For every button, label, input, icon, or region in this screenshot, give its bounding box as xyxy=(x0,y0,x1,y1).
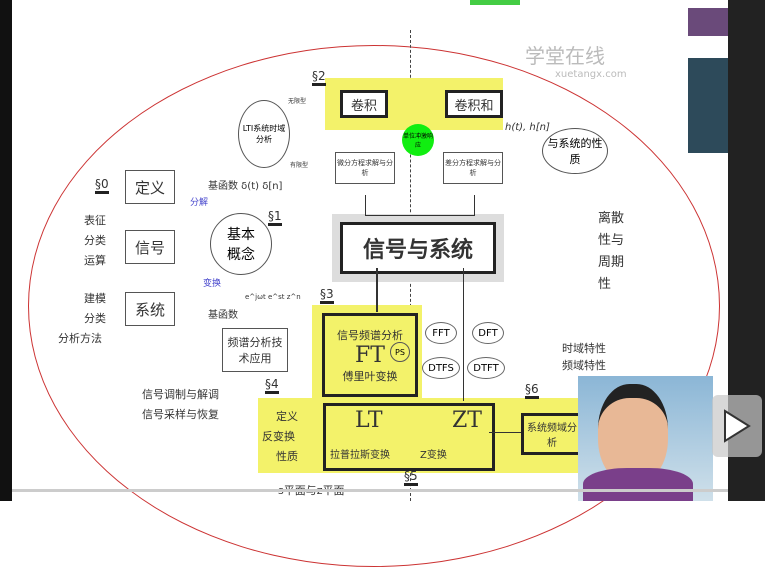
lt-item: 性质 xyxy=(276,450,298,463)
lti-label: LTI系统时域分析 xyxy=(242,124,286,144)
signal-label: 信号 xyxy=(134,238,165,257)
section-0: §0 xyxy=(95,178,109,194)
system-item: 分析方法 xyxy=(58,332,102,345)
ft-label: FT xyxy=(355,342,385,368)
impulse-response: 单位冲激响应 xyxy=(402,124,434,156)
dtfs-pill: DTFS xyxy=(422,357,460,379)
lt-item: 定义 xyxy=(276,410,298,423)
fft-label: FFT xyxy=(432,327,450,339)
signal-item: 运算 xyxy=(84,254,106,267)
def-box: 定义 xyxy=(125,170,175,204)
conv-box: 卷积 xyxy=(340,90,388,118)
diff-eq2-label: 差分方程求解与分析 xyxy=(445,159,501,177)
next-button[interactable] xyxy=(712,395,762,457)
dtfs-label: DTFS xyxy=(428,362,454,374)
section-6: §6 xyxy=(525,383,539,399)
sys-prop-circle: 与系统的性质 xyxy=(542,128,608,174)
presenter-face xyxy=(598,384,668,484)
basic-concept-circle: 基本 概念 xyxy=(210,213,272,275)
system-item: 分类 xyxy=(84,312,106,325)
impulse-label: 单位冲激响应 xyxy=(402,133,433,149)
dtft-label: DTFT xyxy=(473,362,499,374)
presenter-video xyxy=(578,376,713,501)
cont-label: 无限型 xyxy=(288,98,307,105)
basic-label: 基本 概念 xyxy=(227,227,255,263)
main-title: 信号与系统 xyxy=(362,238,473,263)
system-box: 系统 xyxy=(125,292,175,326)
zt-name: Z变换 xyxy=(420,450,447,461)
mod-label: 信号调制与解调 xyxy=(142,388,219,401)
system-label: 系统 xyxy=(134,300,165,319)
watermark-name: 学堂在线 xyxy=(525,44,605,68)
thumbnail[interactable] xyxy=(688,58,728,153)
ps-circle: PS xyxy=(390,342,410,362)
disc-period-label: 离散性与周期性 xyxy=(598,211,625,292)
time-char: 时域特性 xyxy=(562,342,606,355)
diff-eq2-box: 差分方程求解与分析 xyxy=(443,152,503,184)
top-tab[interactable] xyxy=(470,0,520,5)
signal-box: 信号 xyxy=(125,230,175,264)
conv-sum-box: 卷积和 xyxy=(445,90,503,118)
sys-freq-label: 系统频域分析 xyxy=(527,423,577,449)
thumbnail[interactable] xyxy=(688,8,728,36)
conv-label: 卷积 xyxy=(350,98,377,114)
dtft-pill: DTFT xyxy=(467,357,505,379)
presenter-shirt xyxy=(583,468,693,501)
h-label: h(t), h[n] xyxy=(505,122,550,133)
transform-label: 变换 xyxy=(203,279,222,289)
left-black-bar xyxy=(0,0,12,501)
dft-pill: DFT xyxy=(472,322,504,344)
section-5: §5 xyxy=(404,470,418,486)
basis1-label: 基函数 δ(t) δ[n] xyxy=(208,181,283,192)
samp-label: 信号采样与恢复 xyxy=(142,408,219,421)
highlight-lt xyxy=(258,398,598,473)
spec-app-label: 频谱分析技术应用 xyxy=(227,336,283,365)
section-2: §2 xyxy=(312,70,326,86)
section-4: §4 xyxy=(265,378,279,394)
main-title-box: 信号与系统 xyxy=(332,214,504,282)
system-item: 建模 xyxy=(84,292,106,305)
sys-freq-box: 系统频域分析 xyxy=(521,413,583,455)
zt-label: ZT xyxy=(452,408,482,433)
def-label: 定义 xyxy=(134,178,165,197)
section-1: §1 xyxy=(268,210,282,226)
basis2-fn: e^jωt e^st z^n xyxy=(245,293,301,301)
signal-item: 分类 xyxy=(84,234,106,247)
connector xyxy=(365,195,475,216)
diff-eq-label: 微分方程求解与分析 xyxy=(337,159,393,177)
signal-item: 表征 xyxy=(84,214,106,227)
diff-eq-box: 微分方程求解与分析 xyxy=(335,152,395,184)
progress-bar[interactable] xyxy=(12,489,728,492)
play-next-icon xyxy=(724,409,751,443)
disc-label: 有限型 xyxy=(290,162,309,169)
lt-name: 拉普拉斯变换 xyxy=(330,450,390,461)
section-3: §3 xyxy=(320,288,334,304)
watermark-url: xuetangx.com xyxy=(555,69,627,80)
lti-circle: LTI系统时域分析 xyxy=(238,100,290,168)
basis2-label: 基函数 xyxy=(208,310,238,321)
freq-char: 频域特性 xyxy=(562,359,606,372)
connector xyxy=(489,432,521,433)
conv-sum-label: 卷积和 xyxy=(454,98,494,114)
decompose-label: 分解 xyxy=(190,198,209,208)
connector xyxy=(463,268,464,401)
ft-top: 信号频谱分析 xyxy=(337,328,403,342)
dft-label: DFT xyxy=(478,327,498,339)
ft-box: 信号频谱分析 FT 傅里叶变换 xyxy=(322,313,418,397)
ft-bottom: 傅里叶变换 xyxy=(342,369,398,383)
connector xyxy=(376,268,378,312)
lt-item: 反变换 xyxy=(262,430,295,443)
sys-prop-label: 与系统的性质 xyxy=(547,137,603,166)
lt-label: LT xyxy=(355,408,383,433)
lt-zt-box xyxy=(323,403,495,471)
spec-app-box: 频谱分析技术应用 xyxy=(222,328,288,372)
fft-pill: FFT xyxy=(425,322,457,344)
ps-label: PS xyxy=(395,347,405,357)
